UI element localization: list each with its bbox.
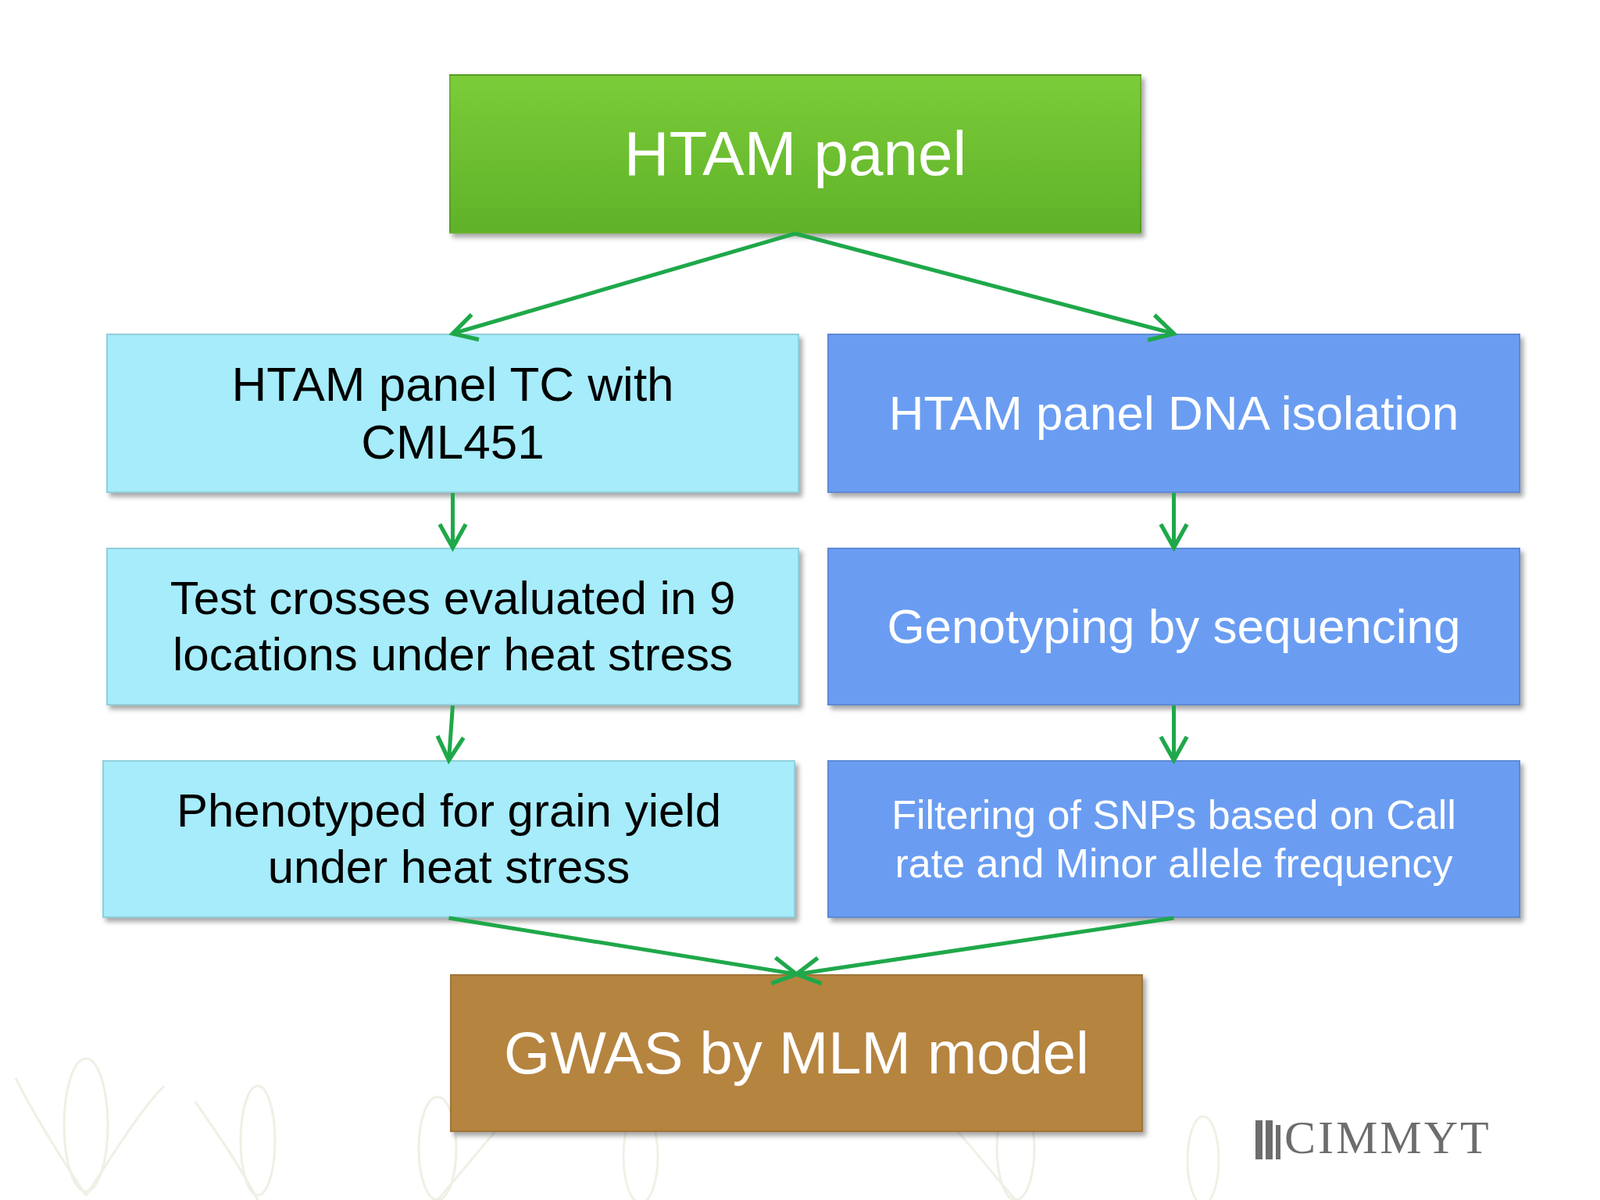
box-text: HTAM panel DNA isolation [889,384,1459,443]
flow-arrow [450,492,455,548]
box-text: HTAM panel TC with CML451 [139,355,767,472]
process-box: Genotyping by sequencing [827,547,1521,706]
box-text: Filtering of SNPs based on Call rate and… [860,790,1488,889]
box-text: Test crosses evaluated in 9 locations un… [125,570,781,683]
process-box: HTAM panel TC with CML451 [106,333,800,493]
process-box: Filtering of SNPs based on Call rate and… [827,760,1521,918]
process-box: HTAM panel [449,74,1142,234]
process-box: Phenotyped for grain yield under heat st… [102,760,796,918]
logo-text: CIMMYT [1284,1110,1492,1165]
flow-arrow [795,233,1175,334]
box-text: HTAM panel [624,116,968,192]
flow-arrow [796,917,1175,975]
box-text: Genotyping by sequencing [886,597,1461,656]
flow-arrow [1171,492,1176,548]
flow-arrow [449,705,454,761]
flow-arrow [449,917,797,975]
process-box: GWAS by MLM model [450,974,1143,1133]
process-box: HTAM panel DNA isolation [827,333,1521,493]
logo-icon [1255,1120,1281,1160]
box-text: Phenotyped for grain yield under heat st… [135,782,763,896]
process-box: Test crosses evaluated in 9 locations un… [106,547,800,706]
flow-arrow [453,233,797,334]
box-text: GWAS by MLM model [503,1017,1090,1089]
flow-arrow [1171,705,1176,761]
